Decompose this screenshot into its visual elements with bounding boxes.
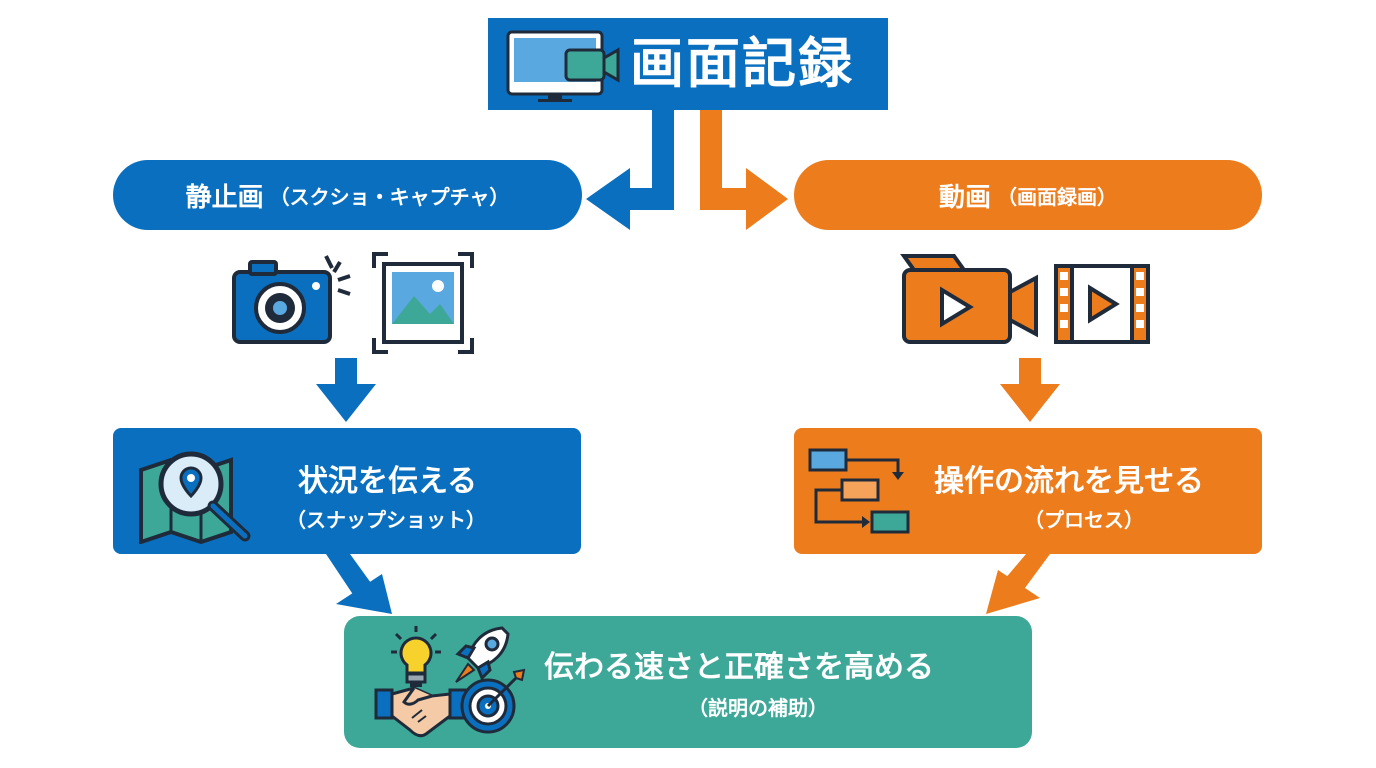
video-sublabel: （画面録画）	[997, 184, 1117, 209]
target-icon	[460, 668, 526, 734]
situation-title: 状況を伝える	[298, 464, 478, 499]
monitor-video-icon	[506, 30, 620, 102]
still-image-label: 静止画	[185, 182, 264, 213]
video-pill: 動画 （画面録画）	[794, 160, 1262, 230]
process-title: 操作の流れを見せる	[934, 464, 1204, 499]
video-label: 動画	[938, 182, 991, 213]
arrow-process-to-result	[986, 554, 1050, 614]
result-box: 伝わる速さと正確さを高める （説明の補助）	[344, 616, 1032, 748]
arrow-video-down	[1000, 358, 1060, 422]
situation-subtitle: （スナップショット）	[286, 508, 486, 532]
lightbulb-icon	[391, 626, 441, 687]
result-title: 伝わる速さと正確さを高める	[544, 650, 934, 685]
title-box: 画面記録	[488, 18, 888, 110]
camera-icon	[232, 255, 351, 344]
map-search-icon	[139, 451, 251, 544]
handshake-icon	[374, 686, 468, 738]
arrow-title-to-still	[586, 110, 674, 230]
rocket-icon	[455, 626, 510, 683]
situation-box: 状況を伝える （スナップショット）	[113, 428, 581, 554]
video-camera-icon	[900, 254, 1038, 344]
arrow-still-down	[316, 358, 376, 422]
process-subtitle: （プロセス）	[1024, 508, 1144, 532]
image-frame-icon	[372, 252, 474, 354]
still-image-pill: 静止画 （スクショ・キャプチャ）	[113, 160, 582, 230]
result-subtitle: （説明の補助）	[688, 696, 828, 720]
arrow-situation-to-result	[326, 554, 392, 614]
still-image-sublabel: （スクショ・キャプチャ）	[269, 184, 510, 209]
page-title: 画面記録	[630, 32, 854, 95]
arrow-title-to-video	[700, 110, 788, 230]
flowchart-icon	[808, 448, 910, 534]
process-box: 操作の流れを見せる （プロセス）	[794, 428, 1262, 554]
film-play-icon	[1054, 264, 1150, 344]
